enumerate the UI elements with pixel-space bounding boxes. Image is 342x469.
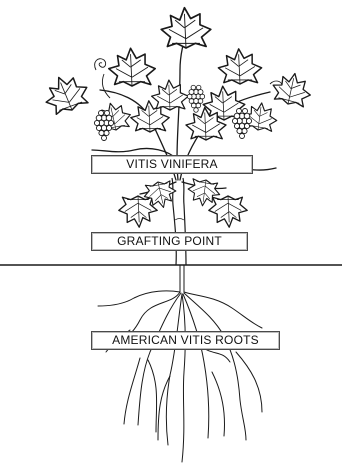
label-american-vitis-roots: AMERICAN VITIS ROOTS [91, 331, 280, 350]
grape-leaf-icon [40, 8, 315, 228]
root-system [98, 265, 262, 462]
label-vitis-vinifera: VITIS VINIFERA [91, 155, 253, 174]
label-grafting-point: GRAFTING POINT [91, 232, 248, 251]
